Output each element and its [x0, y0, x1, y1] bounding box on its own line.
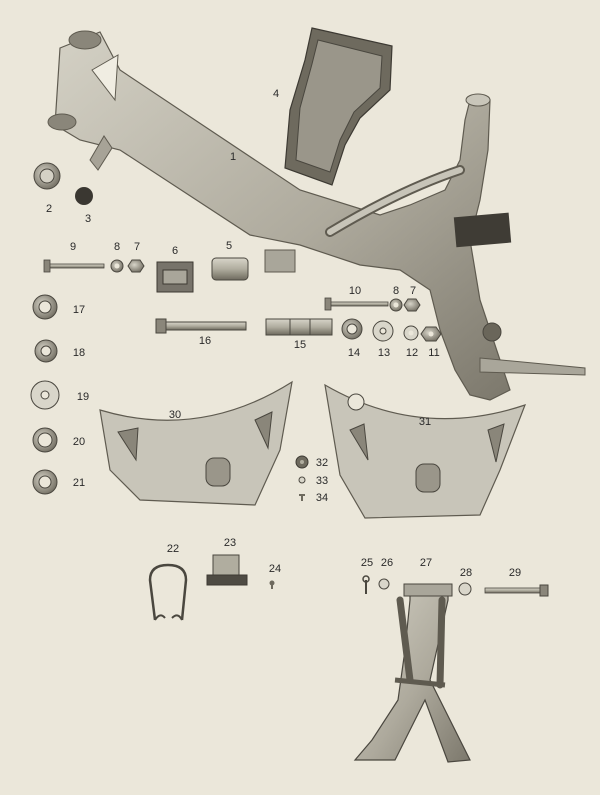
- label-10: 10: [348, 285, 362, 297]
- label-17: 17: [72, 304, 86, 316]
- part-11-nut: [420, 326, 442, 342]
- part-8-washer: [110, 259, 124, 273]
- part-24-screw: [269, 580, 275, 589]
- label-32: 32: [315, 457, 329, 469]
- part-9-bolt: [43, 259, 105, 273]
- part-12-washer: [403, 325, 419, 341]
- label-12: 12: [405, 347, 419, 359]
- label-8a: 8: [113, 241, 121, 253]
- label-1: 1: [229, 151, 237, 163]
- part-30-leg-shield-left: [99, 380, 293, 506]
- part-25-split-pin: [362, 575, 370, 594]
- label-20: 20: [72, 436, 86, 448]
- part-21-ring: [32, 469, 58, 495]
- label-33: 33: [315, 475, 329, 487]
- part-7-nut: [127, 259, 145, 273]
- part-19-washer: [30, 380, 60, 410]
- part-8b-washer: [389, 298, 403, 312]
- label-34: 34: [315, 492, 329, 504]
- part-13-washer: [372, 320, 394, 342]
- label-27: 27: [419, 557, 433, 569]
- part-26-washer: [378, 578, 390, 590]
- label-31: 31: [418, 416, 432, 428]
- part-28-washer: [458, 582, 472, 596]
- part-5-spacer: [211, 257, 249, 281]
- label-23: 23: [223, 537, 237, 549]
- label-2: 2: [45, 203, 53, 215]
- part-33-washer: [298, 476, 306, 484]
- label-18: 18: [72, 347, 86, 359]
- part-18-ring: [34, 339, 58, 363]
- label-22: 22: [166, 543, 180, 555]
- part-14-bushing: [341, 318, 363, 340]
- part-3-cap: [75, 187, 93, 205]
- part-15-sleeve: [265, 318, 333, 336]
- label-9: 9: [69, 241, 77, 253]
- label-4: 4: [272, 88, 280, 100]
- part-32-grommet: [295, 455, 309, 469]
- label-16: 16: [198, 335, 212, 347]
- part-2-bearing-cup: [33, 162, 61, 190]
- part-29-pivot-pin: [484, 584, 549, 597]
- label-14: 14: [347, 347, 361, 359]
- label-26: 26: [380, 557, 394, 569]
- part-34-screw: [299, 494, 305, 501]
- part-6-bracket: [156, 261, 194, 293]
- part-22-spring-clip: [148, 563, 188, 621]
- label-11: 11: [428, 347, 440, 359]
- label-21: 21: [72, 477, 86, 489]
- label-7a: 7: [133, 241, 141, 253]
- label-8b: 8: [392, 285, 400, 297]
- label-7b: 7: [409, 285, 417, 297]
- label-30: 30: [168, 409, 182, 421]
- label-24: 24: [268, 563, 282, 575]
- part-7b-nut: [403, 298, 421, 312]
- label-15: 15: [293, 339, 307, 351]
- part-31-leg-shield-right: [324, 383, 527, 519]
- part-4-side-panel: [284, 27, 393, 186]
- part-17-ring: [32, 294, 58, 320]
- part-23-bracket-plate: [206, 554, 248, 586]
- label-29: 29: [508, 567, 522, 579]
- label-25: 25: [360, 557, 374, 569]
- part-20-ring: [32, 427, 58, 453]
- label-6: 6: [171, 245, 179, 257]
- label-19: 19: [76, 391, 90, 403]
- label-3: 3: [84, 213, 92, 225]
- part-27-center-stand: [353, 583, 471, 763]
- part-10-bolt: [324, 297, 389, 311]
- label-13: 13: [377, 347, 391, 359]
- part-1-main-frame: [47, 30, 586, 401]
- label-28: 28: [459, 567, 473, 579]
- part-16-axle: [155, 318, 247, 334]
- label-5: 5: [225, 240, 233, 252]
